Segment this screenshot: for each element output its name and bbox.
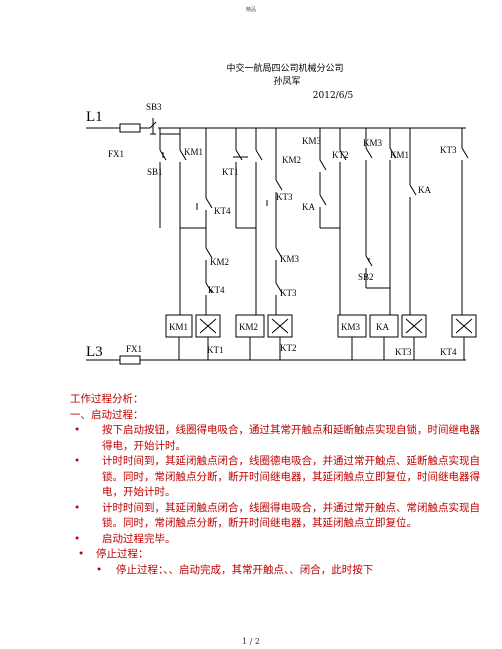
ka-contact-label-a: KA	[302, 202, 315, 212]
kt4-contact-label-a: KT4	[214, 206, 231, 216]
list-item: •计时时间到，其延闭触点闭合，线圈德电吸合，并通过常开触点、延断触点实现自锁。同…	[74, 455, 480, 498]
svg-text:KA: KA	[376, 322, 389, 332]
svg-text:KM1: KM1	[169, 322, 188, 332]
analysis-heading: 工作过程分析：	[70, 393, 144, 405]
process-analysis: 工作过程分析： 一、启动过程： •按下启动按钮，线圈得电吸合，通过其常开触点和延…	[70, 392, 480, 578]
page-number: 1 / 2	[242, 637, 260, 646]
author-name: 孙凤军	[273, 75, 300, 87]
kt4-contact-label-b: KT4	[208, 285, 225, 295]
list-item: •计时时间到，其延闭触点闭合，线圈得电吸合，并通过常开触点、常闭触点实现自锁。同…	[74, 501, 480, 530]
km3-contact-label-c: KM3	[280, 254, 300, 264]
kt2-contact-label: KT2	[332, 150, 349, 160]
sb2-label: SB2	[358, 272, 374, 282]
document-date: 2012/6/5	[313, 91, 354, 101]
svg-text:KT3: KT3	[395, 347, 412, 357]
fuse-bottom	[119, 355, 141, 365]
km1-contact-label-b: KM1	[390, 150, 409, 160]
km1-contact-label: KM1	[184, 147, 203, 157]
sb1-label: SB1	[147, 167, 163, 177]
km2-contact-label-b: KM2	[210, 257, 229, 267]
header-watermark: 精品	[245, 7, 256, 13]
fuse-top-label: FX1	[108, 149, 124, 159]
rail-l3-label: L3	[86, 344, 103, 360]
rail-l1-label: L1	[86, 109, 103, 125]
km3-contact-label-a: KM3	[302, 136, 322, 146]
document-title: 中交一航局四公司机械分公司	[226, 62, 343, 74]
svg-text:KT4: KT4	[440, 347, 457, 357]
stop-section-heading: •停止过程：	[78, 548, 149, 560]
list-item: •停止过程：、、启动完成，其常开触点、、闭合，此时按下	[96, 563, 374, 576]
circuit-diagram: 中交一航局四公司机械分公司 孙凤军 2012/6/5 L1 SB3 FX1 L3…	[86, 62, 477, 365]
km2-contact-label-a: KM2	[282, 155, 301, 165]
list-item: •按下启动按钮，线圈得电吸合，通过其常开触点和延断触点实现自锁，时间继电器得电，…	[74, 424, 480, 452]
kt1-contact-label: KT1	[222, 167, 239, 177]
svg-text:KT1: KT1	[207, 345, 224, 355]
sb3-label: SB3	[146, 102, 162, 112]
startup-section-heading: 一、启动过程：	[70, 408, 144, 421]
svg-text:KM2: KM2	[239, 322, 258, 332]
fuse-bottom-label: FX1	[126, 344, 142, 354]
svg-text:KT2: KT2	[280, 343, 297, 353]
svg-text:KM3: KM3	[341, 322, 361, 332]
fuse-top	[119, 123, 141, 133]
kt3-contact-label-b: KT3	[440, 145, 457, 155]
ka-contact-label-b: KA	[418, 185, 431, 195]
kt3-contact-label-a: KT3	[276, 192, 293, 202]
list-item: •启动过程完毕。	[74, 532, 176, 545]
km3-contact-label-b: KM3	[363, 138, 383, 148]
kt3-contact-label-c: KT3	[280, 288, 297, 298]
